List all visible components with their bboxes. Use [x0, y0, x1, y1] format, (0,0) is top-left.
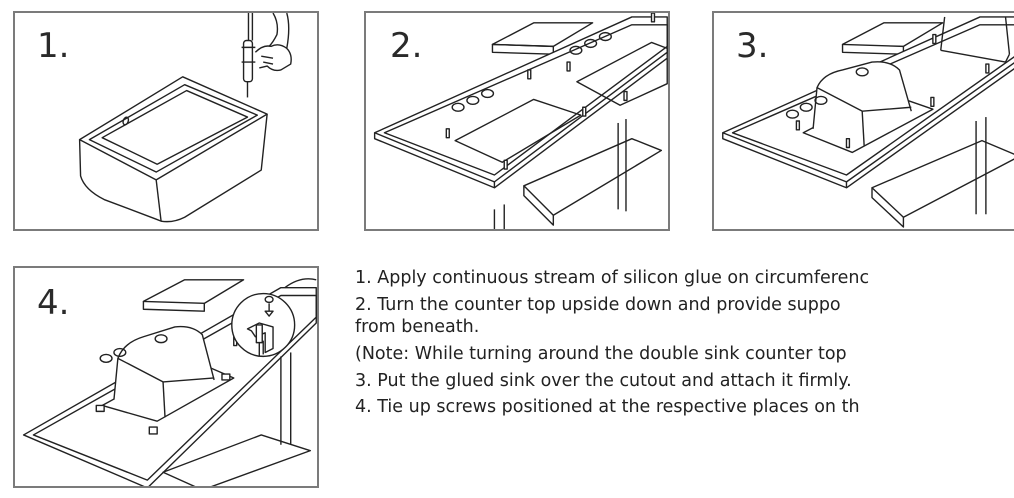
step-3-number: 3. [736, 26, 769, 66]
step-4-number: 4. [37, 283, 70, 323]
sink-on-cutout-illustration [714, 13, 1014, 229]
step-1-panel: 1. [13, 11, 319, 231]
step-4-panel: 4. [13, 266, 319, 488]
instruction-step-1: 1. Apply continuous stream of silicon gl… [355, 268, 870, 288]
sink-illustration [15, 13, 317, 229]
instruction-step-2-continued: from beneath. [355, 316, 480, 337]
step-2-panel: 2. [364, 11, 670, 231]
instruction-step-4: 4. Tie up screws positioned at the respe… [355, 397, 860, 418]
step-1-number: 1. [37, 26, 70, 66]
instructions-block: 1. Apply continuous stream of silicon gl… [355, 268, 1014, 458]
instruction-step-2: 2. Turn the counter top upside down and … [355, 294, 841, 315]
screw-clamp-detail-icon [248, 296, 274, 356]
instruction-note: (Note: While turning around the double s… [355, 343, 847, 364]
instruction-step-3: 3. Put the glued sink over the cutout an… [355, 370, 852, 391]
step-3-panel: 3. [712, 11, 1014, 231]
step-2-number: 2. [390, 26, 423, 66]
screw-tightening-illustration [15, 268, 317, 486]
countertop-cutouts-illustration [366, 13, 668, 229]
